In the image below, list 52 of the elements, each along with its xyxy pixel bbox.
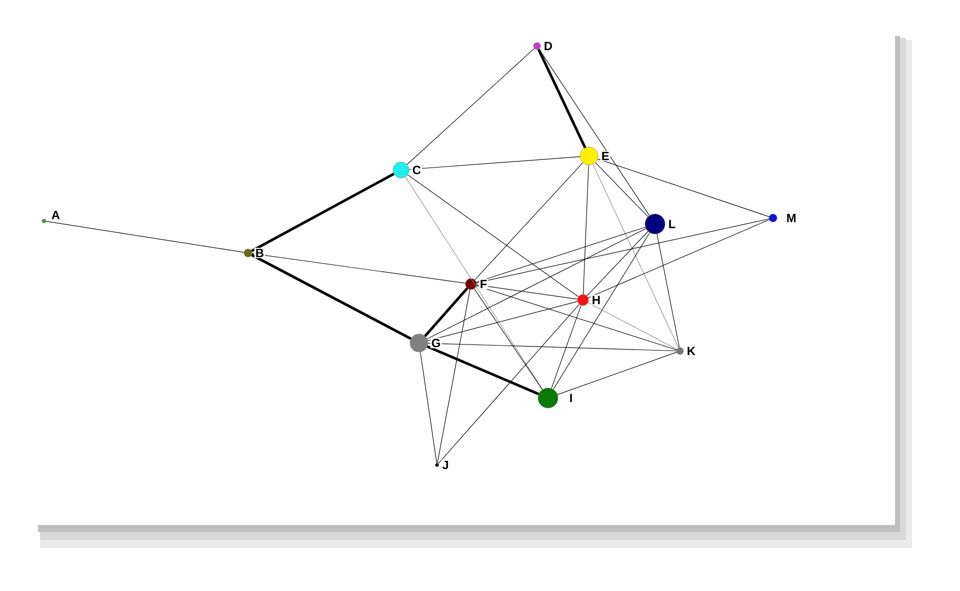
network-node	[465, 278, 477, 290]
network-node	[435, 463, 439, 467]
network-node	[768, 214, 778, 222]
network-edge	[476, 285, 677, 350]
network-edge	[428, 342, 677, 352]
network-edge	[586, 231, 648, 296]
network-edge	[251, 172, 394, 252]
network-edge	[46, 221, 244, 253]
network-node	[644, 214, 666, 234]
network-edge	[476, 218, 770, 284]
network-edge	[582, 164, 589, 295]
network-edge	[420, 352, 438, 464]
network-edge	[588, 302, 678, 350]
network-node	[42, 218, 46, 224]
network-edge	[551, 305, 582, 389]
network-edge	[557, 352, 677, 395]
network-edge	[595, 162, 648, 218]
network-node	[577, 294, 589, 306]
network-edge	[426, 228, 646, 340]
network-edge	[251, 254, 412, 340]
network-edge	[538, 48, 650, 216]
network-edge	[438, 304, 580, 464]
network-edge	[407, 174, 579, 297]
network-edge	[424, 287, 468, 337]
network-edge	[597, 158, 770, 217]
network-edge	[476, 284, 578, 300]
network-node	[533, 42, 541, 50]
network-edge	[406, 48, 535, 165]
network-node	[538, 388, 558, 408]
node-label: J	[441, 460, 450, 470]
network-edge	[252, 253, 466, 284]
network-edge	[588, 219, 770, 298]
network-node	[410, 334, 428, 352]
network-node	[580, 146, 598, 166]
node-label: I	[568, 392, 574, 404]
network-node	[676, 347, 684, 355]
network-edge	[474, 288, 543, 390]
network-node	[392, 162, 410, 178]
network-edge	[592, 164, 679, 348]
network-edge	[437, 289, 470, 464]
network-edge	[553, 232, 650, 390]
network-edge	[656, 234, 680, 348]
network-edge	[426, 345, 540, 396]
node-label: G	[430, 338, 442, 348]
network-edge	[405, 176, 543, 390]
node-label: C	[411, 164, 422, 176]
network-node	[244, 248, 252, 258]
network-edge	[476, 226, 646, 283]
network-edge	[428, 301, 578, 341]
network-edge	[474, 162, 584, 280]
network-edge	[537, 48, 586, 148]
network-edge	[408, 156, 580, 170]
